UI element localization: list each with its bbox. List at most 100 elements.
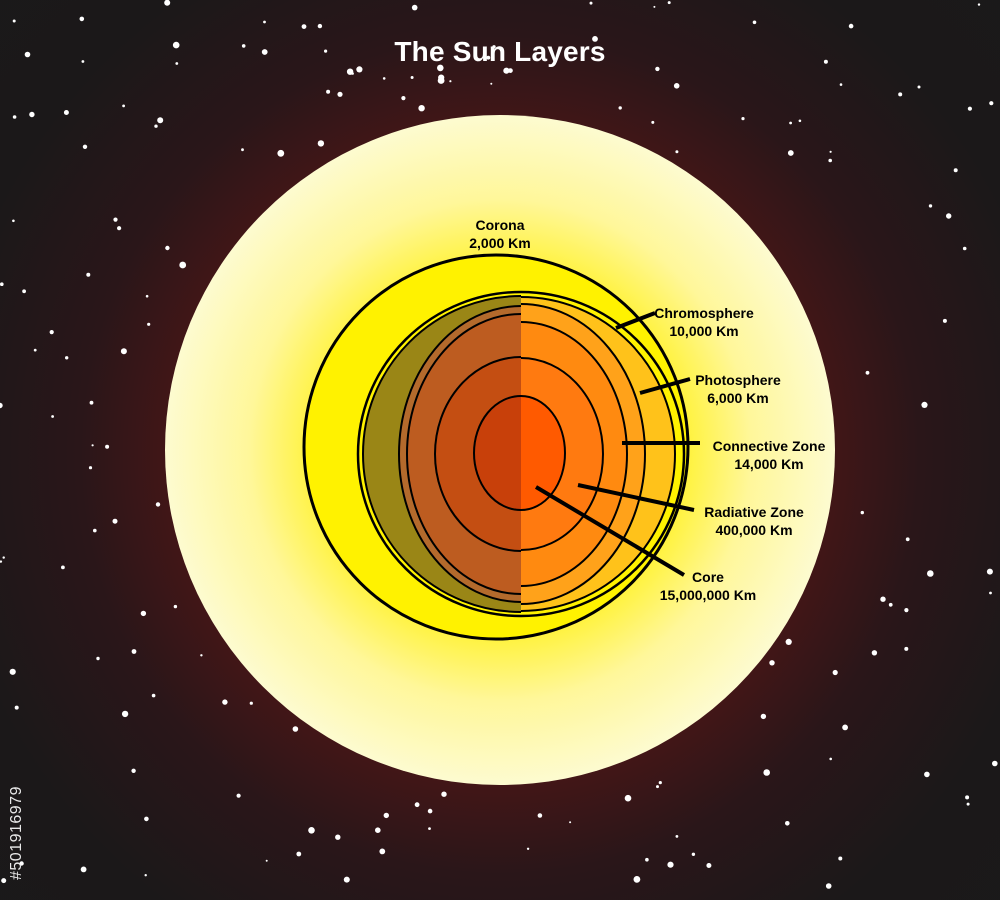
label-corona: Corona 2,000 Km bbox=[452, 216, 548, 252]
star bbox=[437, 64, 444, 72]
star bbox=[962, 246, 967, 251]
star bbox=[144, 816, 149, 822]
star bbox=[12, 19, 16, 23]
star bbox=[921, 401, 928, 408]
star bbox=[249, 701, 253, 705]
star bbox=[14, 705, 19, 710]
star bbox=[96, 656, 100, 661]
star bbox=[410, 76, 414, 79]
star bbox=[155, 502, 161, 507]
star bbox=[93, 528, 97, 533]
diagram-title: The Sun Layers bbox=[394, 36, 606, 67]
star bbox=[904, 608, 909, 613]
star bbox=[12, 115, 17, 119]
star bbox=[337, 91, 343, 97]
label-radiative-zone: Radiative Zone 400,000 Km bbox=[692, 503, 816, 539]
star bbox=[967, 106, 973, 111]
layer-thickness-chromosphere: 10,000 Km bbox=[669, 323, 739, 339]
star bbox=[838, 856, 843, 861]
star bbox=[871, 650, 878, 656]
star bbox=[656, 785, 659, 789]
star bbox=[706, 863, 712, 868]
star bbox=[343, 876, 350, 883]
star bbox=[624, 794, 632, 802]
label-photosphere: Photosphere 6,000 Km bbox=[686, 371, 790, 407]
star bbox=[989, 101, 994, 106]
star bbox=[351, 72, 354, 75]
star bbox=[787, 150, 794, 156]
star bbox=[382, 77, 386, 80]
star bbox=[760, 713, 767, 720]
star bbox=[905, 537, 910, 542]
star bbox=[989, 591, 992, 595]
star bbox=[508, 68, 513, 73]
star bbox=[953, 168, 958, 173]
star bbox=[324, 49, 328, 53]
star bbox=[121, 710, 129, 718]
star bbox=[131, 768, 136, 773]
star bbox=[0, 402, 3, 409]
star bbox=[157, 117, 164, 124]
star bbox=[691, 852, 696, 856]
leader-radiative bbox=[577, 483, 695, 512]
star bbox=[165, 245, 170, 251]
star bbox=[105, 444, 110, 449]
layer-thickness-corona: 2,000 Km bbox=[469, 235, 531, 251]
star bbox=[414, 802, 420, 808]
star bbox=[33, 348, 37, 352]
star bbox=[785, 821, 790, 826]
star bbox=[144, 874, 147, 877]
star bbox=[65, 356, 69, 360]
star bbox=[301, 24, 307, 29]
star bbox=[928, 204, 933, 208]
layer-thickness-core: 15,000,000 Km bbox=[659, 587, 757, 603]
star bbox=[441, 791, 447, 797]
star bbox=[241, 148, 244, 152]
star bbox=[828, 158, 832, 163]
star bbox=[667, 861, 674, 868]
star bbox=[658, 781, 662, 785]
star bbox=[675, 150, 679, 154]
star bbox=[80, 866, 87, 873]
star bbox=[860, 510, 864, 515]
star bbox=[63, 110, 69, 115]
star bbox=[277, 149, 285, 157]
layer-thickness-radiative-zone: 400,000 Km bbox=[715, 522, 793, 538]
star bbox=[655, 66, 660, 72]
star bbox=[449, 80, 452, 83]
star bbox=[618, 106, 622, 110]
star bbox=[317, 23, 323, 29]
leader-photosphere bbox=[639, 377, 691, 395]
layer-name-core: Core bbox=[692, 569, 724, 585]
star bbox=[924, 771, 930, 778]
star bbox=[965, 795, 970, 800]
star bbox=[12, 219, 15, 223]
star bbox=[51, 415, 54, 418]
star bbox=[122, 104, 125, 108]
star bbox=[842, 724, 848, 731]
star bbox=[79, 16, 85, 22]
star bbox=[785, 638, 792, 646]
star bbox=[117, 226, 122, 231]
star bbox=[154, 124, 158, 128]
star bbox=[22, 289, 26, 294]
star bbox=[992, 760, 998, 767]
star bbox=[49, 330, 54, 335]
star bbox=[589, 1, 593, 5]
star bbox=[986, 568, 993, 575]
star bbox=[569, 821, 572, 824]
star bbox=[825, 883, 832, 889]
stock-id: #501916979 bbox=[8, 786, 25, 880]
star bbox=[942, 318, 947, 323]
star bbox=[503, 67, 510, 74]
star bbox=[428, 827, 431, 830]
star bbox=[145, 294, 149, 298]
star bbox=[379, 848, 386, 855]
star bbox=[917, 85, 921, 89]
star bbox=[966, 802, 970, 806]
star bbox=[172, 41, 180, 49]
star bbox=[9, 668, 16, 675]
star bbox=[335, 834, 341, 840]
